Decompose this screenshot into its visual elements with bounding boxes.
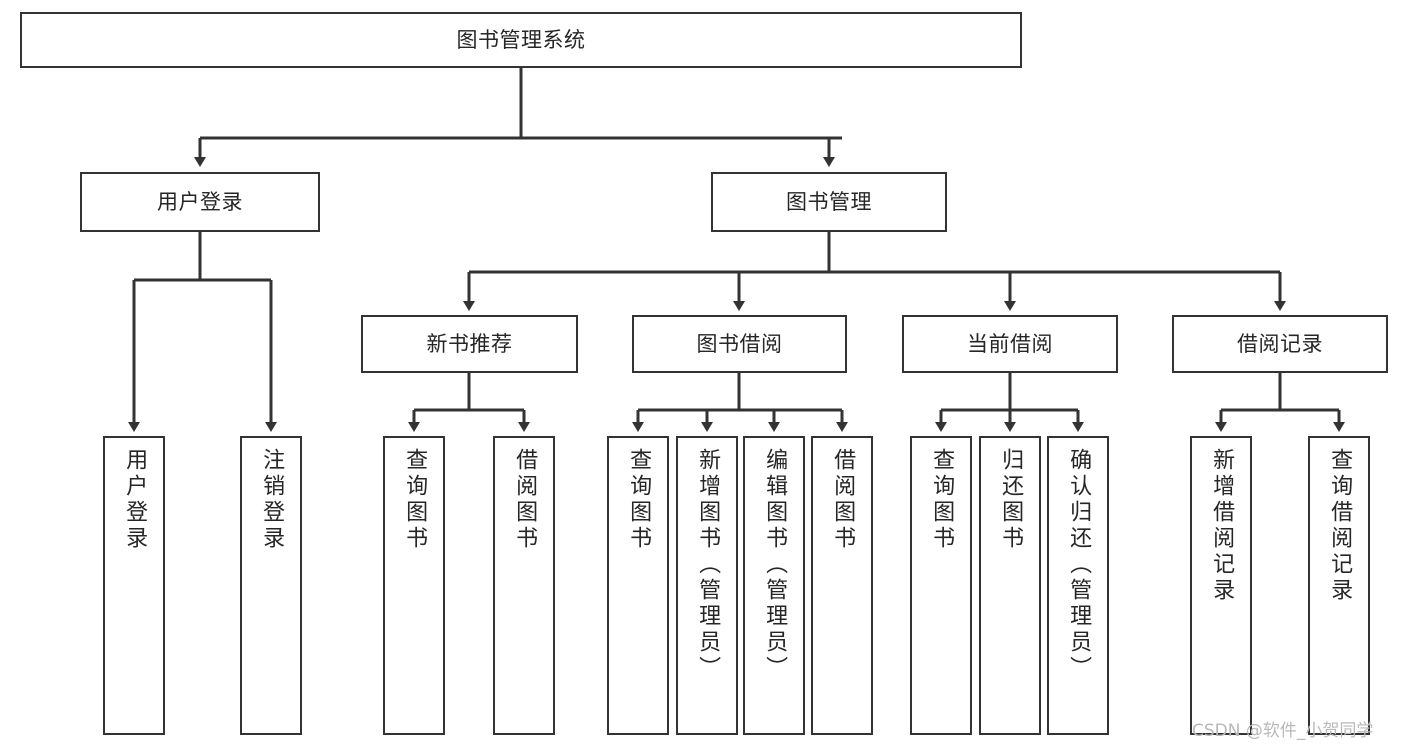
node-book-borrow[interactable]: 图书借阅 [632, 315, 847, 373]
node-new-book-recommend-label: 新书推荐 [426, 331, 513, 356]
node-user-login[interactable]: 用户登录 [80, 172, 320, 232]
node-leaf-user-login-label: 用户登录 [122, 448, 148, 552]
node-leaf-query-record[interactable]: 查询借阅记录 [1308, 436, 1370, 735]
node-leaf-borrow-book-2[interactable]: 借阅图书 [811, 436, 873, 735]
node-leaf-query-book-2[interactable]: 查询图书 [607, 436, 669, 735]
node-leaf-confirm-return[interactable]: 确认归还（管理员） [1047, 436, 1109, 735]
node-leaf-add-book-label: 新增图书（管理员） [695, 448, 721, 682]
node-leaf-borrow-book-1-label: 借阅图书 [512, 448, 538, 552]
node-leaf-return-book[interactable]: 归还图书 [979, 436, 1041, 735]
node-leaf-add-record[interactable]: 新增借阅记录 [1190, 436, 1252, 735]
node-leaf-query-book-3-label: 查询图书 [929, 448, 955, 552]
node-leaf-query-record-label: 查询借阅记录 [1327, 448, 1353, 604]
node-leaf-user-logout-label: 注销登录 [259, 448, 285, 552]
node-leaf-query-book-2-label: 查询图书 [626, 448, 652, 552]
node-root-label: 图书管理系统 [456, 27, 586, 52]
node-current-borrow[interactable]: 当前借阅 [902, 315, 1118, 373]
node-leaf-edit-book[interactable]: 编辑图书（管理员） [743, 436, 805, 735]
node-book-management[interactable]: 图书管理 [711, 172, 947, 232]
node-leaf-borrow-book-1[interactable]: 借阅图书 [493, 436, 555, 735]
node-leaf-user-logout[interactable]: 注销登录 [240, 436, 302, 735]
node-leaf-edit-book-label: 编辑图书（管理员） [762, 448, 788, 682]
node-root[interactable]: 图书管理系统 [20, 12, 1022, 68]
node-user-login-label: 用户登录 [157, 189, 243, 214]
node-leaf-add-book[interactable]: 新增图书（管理员） [676, 436, 738, 735]
node-leaf-confirm-return-label: 确认归还（管理员） [1066, 448, 1092, 682]
node-borrow-record[interactable]: 借阅记录 [1172, 315, 1388, 373]
node-leaf-query-book-1[interactable]: 查询图书 [383, 436, 445, 735]
node-new-book-recommend[interactable]: 新书推荐 [361, 315, 578, 373]
node-leaf-add-record-label: 新增借阅记录 [1209, 448, 1235, 604]
node-current-borrow-label: 当前借阅 [967, 331, 1053, 356]
node-leaf-borrow-book-2-label: 借阅图书 [830, 448, 856, 552]
node-leaf-user-login[interactable]: 用户登录 [103, 436, 165, 735]
node-leaf-query-book-3[interactable]: 查询图书 [910, 436, 972, 735]
node-book-management-label: 图书管理 [786, 189, 872, 214]
node-borrow-record-label: 借阅记录 [1237, 331, 1323, 356]
node-leaf-return-book-label: 归还图书 [998, 448, 1024, 552]
node-leaf-query-book-1-label: 查询图书 [402, 448, 428, 552]
node-book-borrow-label: 图书借阅 [696, 331, 783, 356]
csdn-watermark: CSDN @软件_小贺同学 [1192, 721, 1374, 741]
